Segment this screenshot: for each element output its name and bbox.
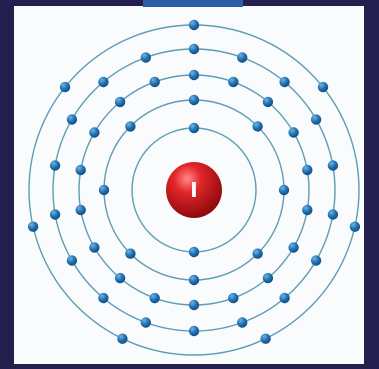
electron-shell-1 [189, 123, 199, 133]
electron-shell-1 [189, 247, 199, 257]
electron-shell-5 [28, 222, 38, 232]
electron-shell-4 [67, 255, 77, 265]
electron-shell-2 [189, 95, 199, 105]
electron-shell-3 [115, 97, 125, 107]
electron-shell-3 [150, 77, 160, 87]
electron-shell-4 [311, 255, 321, 265]
electron-shell-5 [318, 82, 328, 92]
electron-shell-3 [302, 205, 312, 215]
electron-shell-5 [350, 222, 360, 232]
electron-shell-3 [115, 273, 125, 283]
electron-shell-4 [98, 77, 108, 87]
electron-shell-4 [189, 44, 199, 54]
electron-shell-2 [279, 185, 289, 195]
electron-shell-2 [125, 248, 135, 258]
electron-shell-2 [252, 121, 262, 131]
electron-shell-4 [189, 326, 199, 336]
electron-shell-4 [50, 209, 60, 219]
electron-shell-3 [189, 300, 199, 310]
electron-shell-5 [60, 82, 70, 92]
nucleus-label: I [190, 178, 197, 202]
electron-shell-4 [50, 160, 60, 170]
electron-shell-3 [263, 273, 273, 283]
electron-shell-4 [141, 52, 151, 62]
electron-shell-3 [302, 165, 312, 175]
electron-shell-3 [89, 127, 99, 137]
top-tab [143, 0, 243, 7]
electron-shell-4 [279, 77, 289, 87]
electron-shell-3 [76, 165, 86, 175]
electron-shell-5 [189, 20, 199, 30]
electron-shell-4 [237, 52, 247, 62]
electron-shell-4 [328, 160, 338, 170]
electron-shell-2 [189, 275, 199, 285]
electron-shell-3 [76, 205, 86, 215]
electron-shell-3 [189, 70, 199, 80]
electron-shell-3 [228, 77, 238, 87]
electron-shell-4 [279, 293, 289, 303]
electron-shell-3 [89, 242, 99, 252]
electron-shell-4 [67, 114, 77, 124]
electron-shell-2 [99, 185, 109, 195]
electron-shell-3 [228, 293, 238, 303]
electron-shell-4 [311, 114, 321, 124]
electron-shell-4 [98, 293, 108, 303]
electron-shell-2 [125, 121, 135, 131]
electron-shell-4 [141, 317, 151, 327]
electron-shell-3 [288, 242, 298, 252]
nucleus: I [166, 162, 222, 218]
electron-shell-2 [252, 248, 262, 258]
electron-shell-3 [263, 97, 273, 107]
electron-shell-3 [288, 127, 298, 137]
electron-shell-4 [328, 209, 338, 219]
electron-shell-5 [117, 334, 127, 344]
electron-shell-3 [150, 293, 160, 303]
electron-shell-5 [260, 334, 270, 344]
electron-shell-4 [237, 317, 247, 327]
